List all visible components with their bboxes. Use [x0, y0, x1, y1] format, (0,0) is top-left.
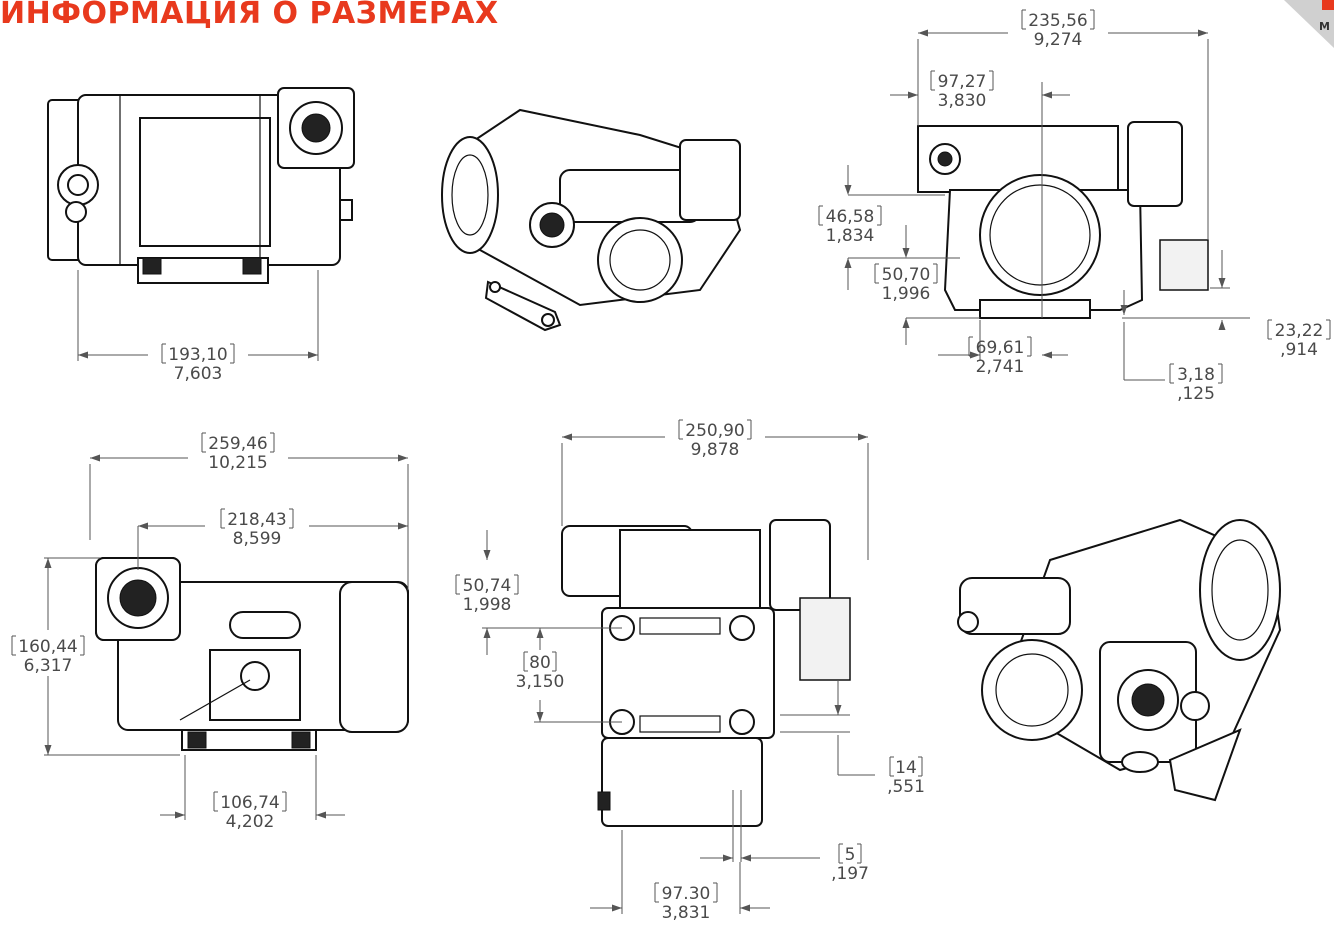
dimension-mm: 50,70 — [882, 265, 931, 285]
dimension-bottom-overall-width: 250,909,878 — [561, 416, 869, 560]
dimension-mm: 3,18 — [1177, 365, 1215, 385]
dimension-inch: 3,831 — [662, 903, 711, 923]
dimension-mm: 14 — [895, 758, 917, 778]
pump-isometric-view-1 — [441, 108, 742, 332]
dimension-inch: 4,202 — [226, 812, 275, 832]
dimension-inch: 3,150 — [516, 672, 565, 692]
dimension-inch: ,914 — [1280, 340, 1318, 360]
pump-bottom-view — [561, 519, 851, 827]
corner-logo-letter: М — [1319, 20, 1330, 33]
dimension-mm: 23,22 — [1275, 321, 1324, 341]
dimension-mm: 235,56 — [1028, 11, 1087, 31]
dimension-inch: 1,996 — [882, 284, 931, 304]
pump-side-view — [95, 557, 409, 751]
dimension-bottom-top-offset: 50,741,998 — [455, 530, 622, 655]
dimension-mm: 250,90 — [685, 421, 744, 441]
dimension-mm: 106,74 — [220, 793, 279, 813]
dimension-right-inlet-height: 46,581,834 — [818, 165, 960, 290]
dimension-mm: 97,27 — [938, 72, 987, 92]
dimension-mm: 218,43 — [227, 510, 286, 530]
dimension-mm: 46,58 — [826, 207, 875, 227]
dimension-top-width: 193,107,603 — [77, 270, 319, 384]
dimension-right-foot-thickness: 3,18,125 — [1120, 290, 1223, 404]
dimension-mm: 259,46 — [208, 434, 267, 454]
dimension-inch: ,125 — [1177, 384, 1215, 404]
corner-logo: М — [1244, 0, 1334, 48]
pump-isometric-view-2 — [957, 518, 1282, 802]
dimension-bottom-slot-width: 5,197 — [700, 790, 869, 884]
dimension-inch: 2,741 — [976, 357, 1025, 377]
dimension-mm: 193,10 — [168, 345, 227, 365]
dimension-mm: 5 — [845, 845, 856, 865]
dimension-inch: 9,274 — [1034, 30, 1083, 50]
pump-top-view — [47, 87, 355, 284]
dimension-side-body-length: 218,438,599 — [137, 500, 408, 570]
dimension-bottom-base-width: 97.303,831 — [590, 830, 770, 923]
dimension-mm: 160,44 — [18, 637, 77, 657]
dimension-inch: 1,834 — [826, 226, 875, 246]
page-title: ИНФОРМАЦИЯ О РАЗМЕРАХ — [0, 0, 499, 31]
corner-logo-shape — [1284, 0, 1334, 48]
dimension-mm: 80 — [529, 653, 551, 673]
dimension-side-base-width: 106,744,202 — [160, 755, 345, 832]
dimension-bottom-slot-gap: 14,551 — [780, 680, 925, 797]
dimension-mm: 69,61 — [976, 338, 1025, 358]
dimension-right-overall-width: 235,569,274 — [917, 6, 1209, 240]
dimension-mm: 97.30 — [662, 884, 711, 904]
dimension-inch: 6,317 — [24, 656, 73, 676]
dimension-inch: 8,599 — [233, 529, 282, 549]
pump-front-view — [917, 121, 1209, 319]
dimension-inch: 7,603 — [174, 364, 223, 384]
dimension-inch: 9,878 — [691, 440, 740, 460]
dimension-bottom-slot-spacing: 803,150 — [516, 628, 622, 723]
dimension-right-inlet-offset: 97,273,830 — [890, 70, 1070, 318]
dimension-inch: 3,830 — [938, 91, 987, 111]
dimension-side-height: 160,446,317 — [10, 557, 180, 756]
dimension-right-base-width: 69,612,741 — [938, 320, 1068, 377]
dimension-inch: ,197 — [831, 864, 869, 884]
dimension-mm: 50,74 — [463, 576, 512, 596]
dimension-right-foot-height: 23,22,914 — [1122, 250, 1331, 360]
dimension-inch: 10,215 — [208, 453, 267, 473]
dimension-inch: 1,998 — [463, 595, 512, 615]
dimension-right-base-height: 50,701,996 — [874, 225, 980, 345]
dimension-inch: ,551 — [887, 777, 925, 797]
